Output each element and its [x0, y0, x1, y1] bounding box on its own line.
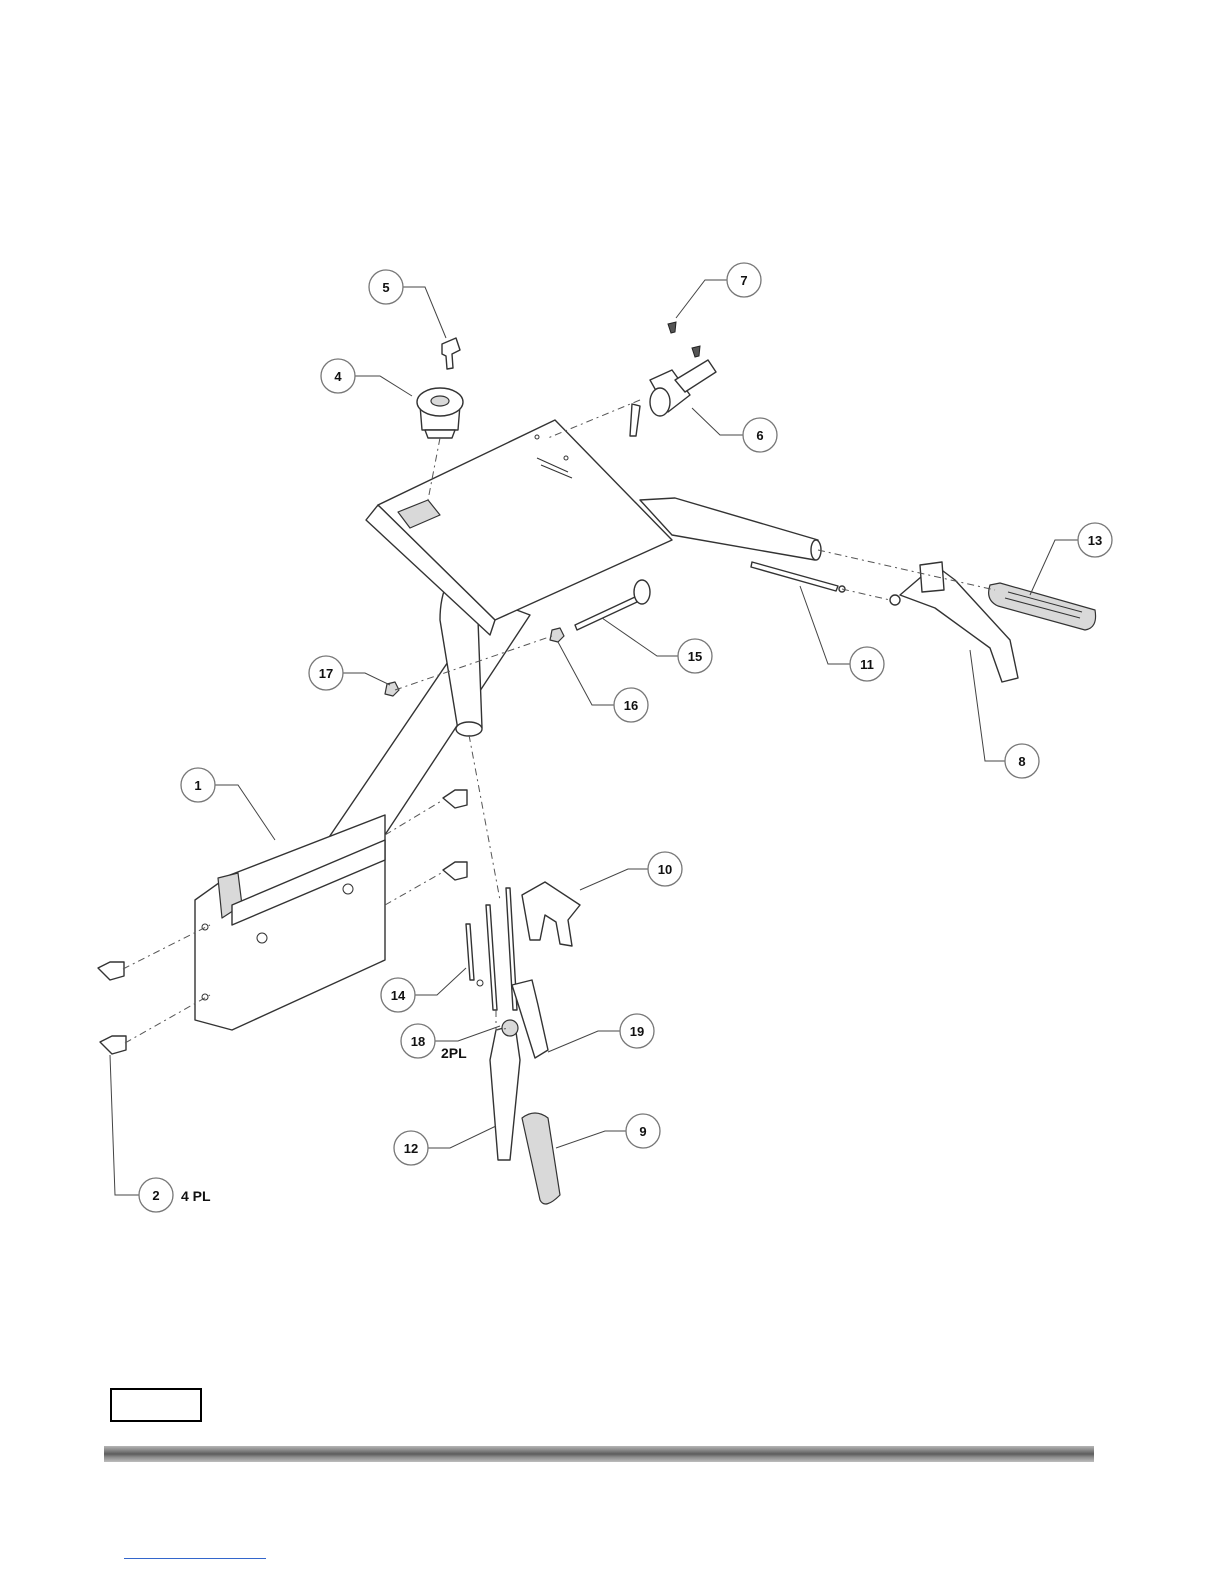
cable-rod	[751, 562, 845, 592]
nut-16	[550, 628, 564, 642]
right-handle-tube	[640, 498, 821, 560]
lever-bracket	[522, 882, 580, 946]
callout-18: 18 2PL	[401, 1024, 500, 1061]
svg-text:19: 19	[630, 1024, 644, 1039]
callout-2: 2 4 PL	[110, 1055, 211, 1212]
svg-text:16: 16	[624, 698, 638, 713]
ignition-switch	[417, 388, 463, 438]
svg-text:5: 5	[382, 280, 389, 295]
screw-7	[668, 322, 700, 357]
svg-text:4: 4	[334, 369, 342, 384]
svg-text:18: 18	[411, 1034, 425, 1049]
ignition-key	[442, 338, 460, 369]
callout-14: 14	[381, 968, 466, 1012]
svg-text:9: 9	[639, 1124, 646, 1139]
callout-18-note: 2PL	[441, 1045, 467, 1061]
svg-text:10: 10	[658, 862, 672, 877]
callout-16: 16	[558, 642, 648, 722]
svg-text:17: 17	[319, 666, 333, 681]
svg-text:12: 12	[404, 1141, 418, 1156]
throttle-control	[630, 360, 716, 436]
svg-text:14: 14	[391, 988, 406, 1003]
svg-text:8: 8	[1018, 754, 1025, 769]
callouts: 1 2 4 PL 4 5 6 7	[110, 263, 1112, 1212]
eye-bolt	[575, 580, 650, 630]
footer-link-underline[interactable]	[124, 1558, 266, 1559]
callout-7: 7	[676, 263, 761, 318]
callout-9: 9	[556, 1114, 660, 1148]
hand-grip-right	[989, 583, 1096, 630]
svg-text:7: 7	[740, 273, 747, 288]
hand-grip-left	[522, 1113, 560, 1204]
svg-text:1: 1	[194, 778, 201, 793]
callout-6: 6	[692, 408, 777, 452]
svg-text:15: 15	[688, 649, 702, 664]
svg-text:13: 13	[1088, 533, 1102, 548]
callout-4: 4	[321, 359, 412, 396]
page-number-box	[110, 1388, 202, 1422]
callout-12: 12	[394, 1126, 496, 1165]
callout-17: 17	[309, 656, 390, 690]
callout-15: 15	[602, 618, 712, 673]
drive-control-lever	[890, 562, 1018, 682]
svg-text:2: 2	[152, 1188, 159, 1203]
rods-14	[466, 888, 517, 1010]
callout-2-note: 4 PL	[181, 1188, 211, 1204]
part-drawings	[98, 322, 1096, 1204]
callout-5: 5	[369, 270, 446, 338]
callout-19: 19	[548, 1014, 654, 1052]
callout-1: 1	[181, 768, 275, 840]
footer-rule	[104, 1446, 1094, 1462]
svg-text:6: 6	[756, 428, 763, 443]
control-lever-12	[490, 1020, 520, 1160]
callout-13: 13	[1030, 523, 1112, 595]
callout-10: 10	[580, 852, 682, 890]
svg-text:11: 11	[860, 657, 874, 672]
callout-11: 11	[800, 586, 884, 681]
